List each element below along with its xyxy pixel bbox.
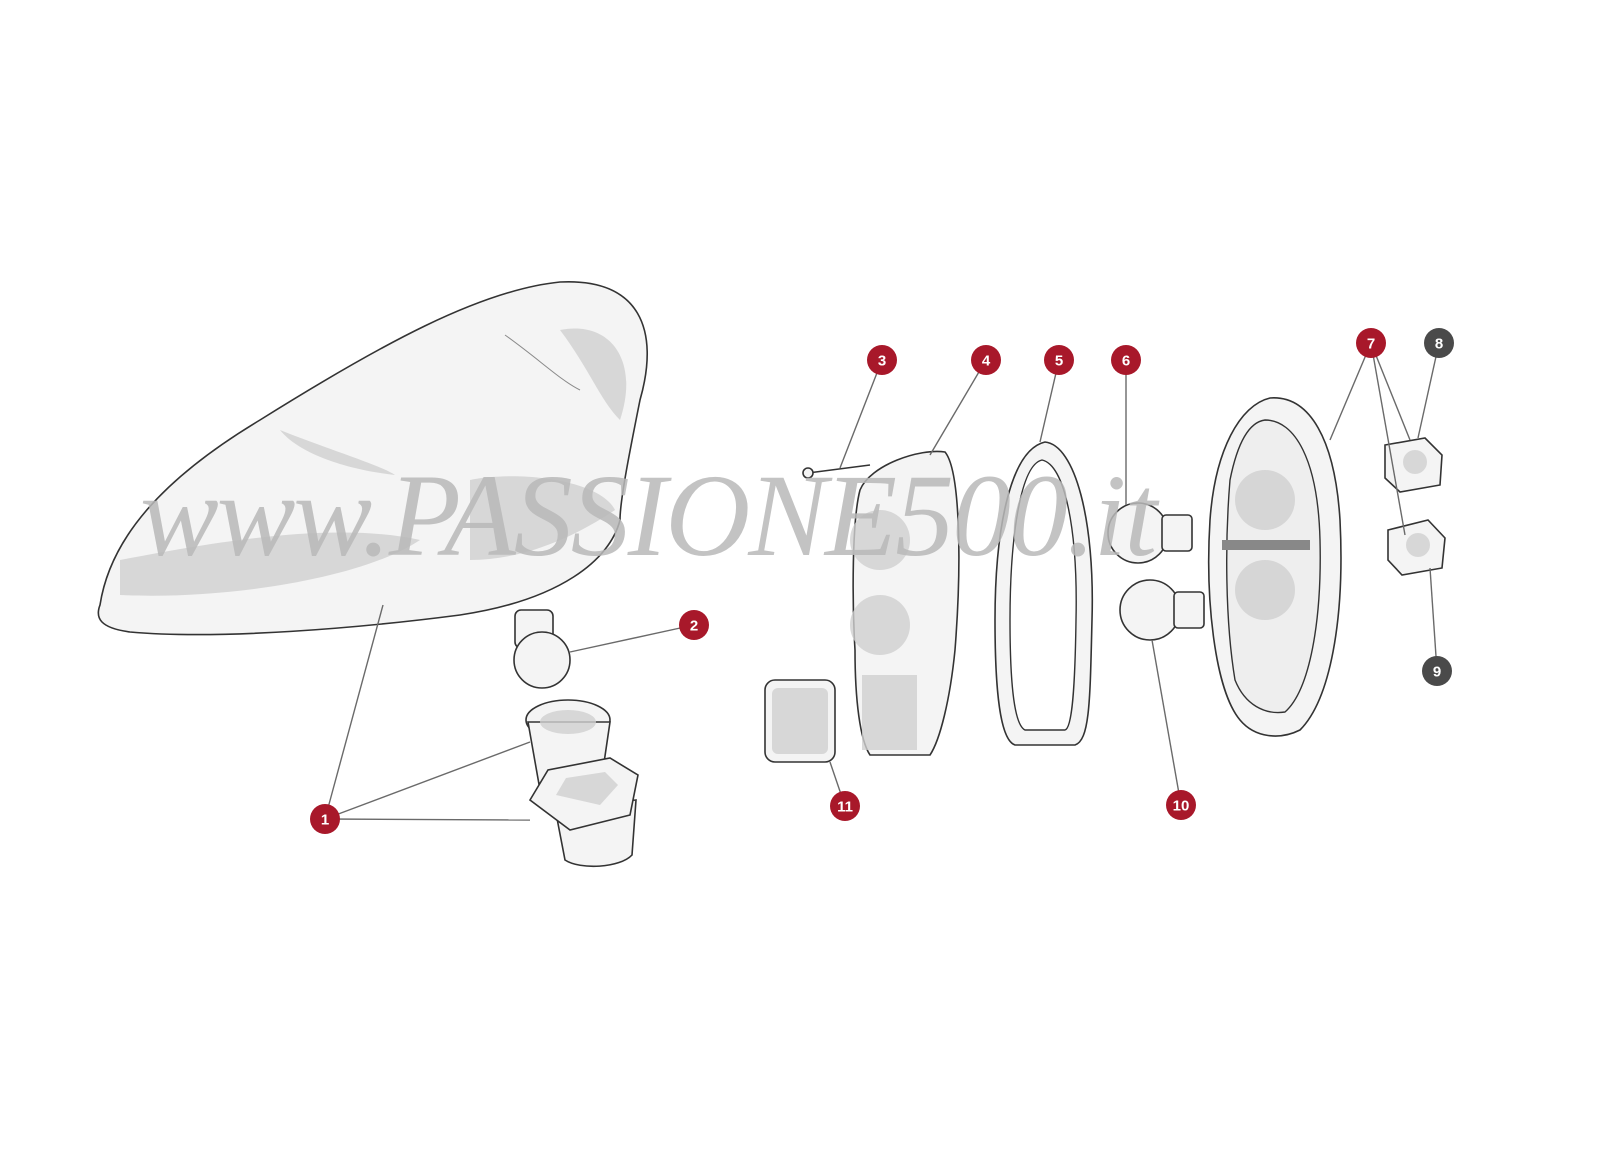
callouts: 1 2 3 4 5 6 7 8 9 10 11 xyxy=(310,328,1454,834)
watermark: www.PASSIONE500.it xyxy=(140,450,1160,581)
callout-label: 2 xyxy=(690,618,698,635)
callout-label: 1 xyxy=(321,812,329,829)
lamp-seat-gasket xyxy=(528,757,639,868)
callout-label: 9 xyxy=(1433,664,1441,681)
leader-line-9 xyxy=(1429,567,1438,672)
reflector xyxy=(764,679,836,763)
callout-circle xyxy=(867,345,897,375)
callout-circle xyxy=(679,610,709,640)
callout-circle xyxy=(1356,328,1386,358)
leader-line-4 xyxy=(929,359,987,456)
bulb-socket-upper xyxy=(1384,437,1443,493)
bulb-socket-lower xyxy=(1387,519,1446,576)
lamp-base xyxy=(1208,397,1342,737)
leader-line-10 xyxy=(1151,639,1182,806)
callout-label: 3 xyxy=(878,353,886,370)
callout-circle xyxy=(1044,345,1074,375)
lamp-housing xyxy=(97,281,648,636)
callout-badge-4: 4 xyxy=(971,345,1001,375)
leader-line-1 xyxy=(324,818,531,821)
leader-line-7 xyxy=(1370,342,1406,536)
leader-line-3 xyxy=(839,359,883,469)
callout-label: 5 xyxy=(1055,353,1063,370)
screw xyxy=(802,464,871,479)
leader-line-7 xyxy=(1329,342,1372,441)
callout-circle xyxy=(310,804,340,834)
leader-line-1 xyxy=(324,604,384,820)
callout-label: 8 xyxy=(1435,336,1443,353)
callout-circle xyxy=(1422,656,1452,686)
bulb-small xyxy=(513,609,571,689)
leader-line-2 xyxy=(569,624,695,653)
callout-badge-1: 1 xyxy=(310,804,340,834)
callout-circle xyxy=(971,345,1001,375)
bulb-lower xyxy=(1119,579,1205,641)
callout-circle xyxy=(830,791,860,821)
callout-badge-2: 2 xyxy=(679,610,709,640)
tail-light-lens xyxy=(850,450,960,756)
callout-badge-9: 9 xyxy=(1422,656,1452,686)
callout-label: 10 xyxy=(1173,798,1190,815)
callout-badge-8: 8 xyxy=(1424,328,1454,358)
callout-label: 7 xyxy=(1367,336,1375,353)
callout-circle xyxy=(1166,790,1196,820)
callout-label: 6 xyxy=(1122,353,1130,370)
callout-circle xyxy=(1424,328,1454,358)
callout-label: 4 xyxy=(982,353,991,370)
callout-badge-7: 7 xyxy=(1356,328,1386,358)
callout-label: 11 xyxy=(837,799,853,816)
callout-badge-5: 5 xyxy=(1044,345,1074,375)
callout-badge-3: 3 xyxy=(867,345,897,375)
bulb-upper xyxy=(1107,502,1193,564)
leader-line-8 xyxy=(1417,342,1440,439)
lens-gasket xyxy=(994,441,1094,746)
callout-badge-10: 10 xyxy=(1166,790,1196,820)
leader-line-7 xyxy=(1370,342,1411,441)
callout-badge-11: 11 xyxy=(830,791,860,821)
leader-line-1 xyxy=(324,741,531,820)
callout-circle xyxy=(1111,345,1141,375)
callout-badge-6: 6 xyxy=(1111,345,1141,375)
